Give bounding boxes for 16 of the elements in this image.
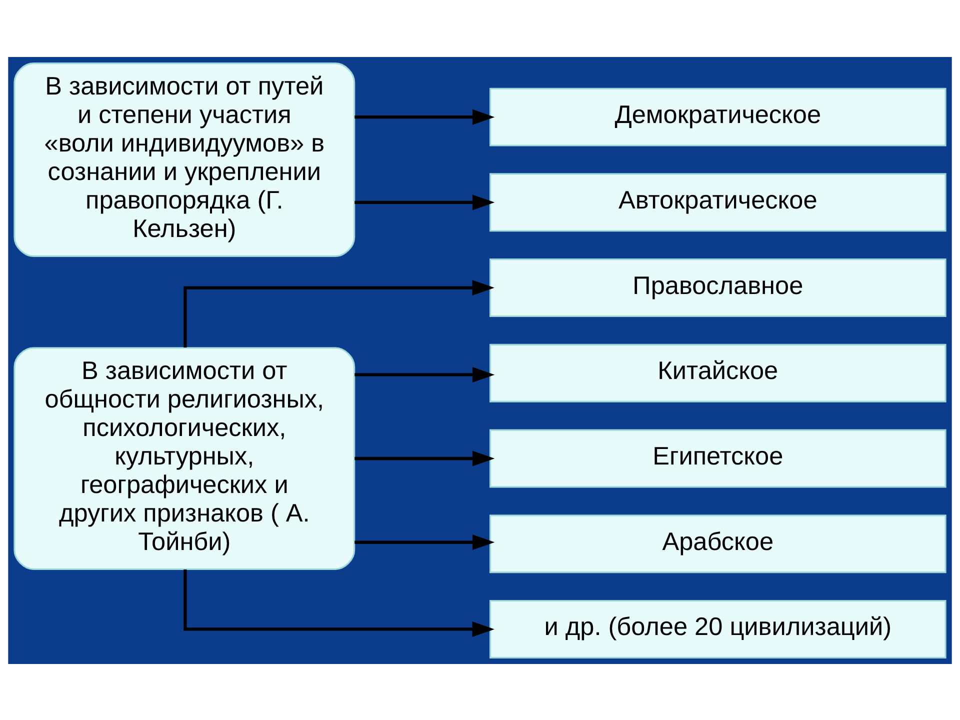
node-box: В зависимости от общности религиозных, психологических, культурных, географических и других признаков ( А. Тойнби) — [14, 346, 356, 570]
arrow — [354, 194, 495, 210]
node-box: Демократическое — [489, 87, 946, 146]
arrow — [354, 450, 495, 466]
arrow — [354, 108, 495, 124]
node-box: Египетское — [489, 428, 946, 488]
node-box: Арабское — [489, 514, 946, 573]
arrow — [184, 280, 494, 347]
arrow — [354, 366, 495, 382]
arrow — [354, 534, 495, 550]
node-box: и др. (более 20 цивилизаций) — [489, 599, 946, 658]
arrow — [184, 569, 494, 636]
node-box: Китайское — [489, 343, 946, 402]
node-box: Автократическое — [489, 172, 946, 232]
node-box: Православное — [489, 258, 946, 317]
node-box: В зависимости от путей и степени участия «воли индивидуумов» в сознании и укреплении правопорядка (Г. Кельзен) — [14, 62, 356, 256]
